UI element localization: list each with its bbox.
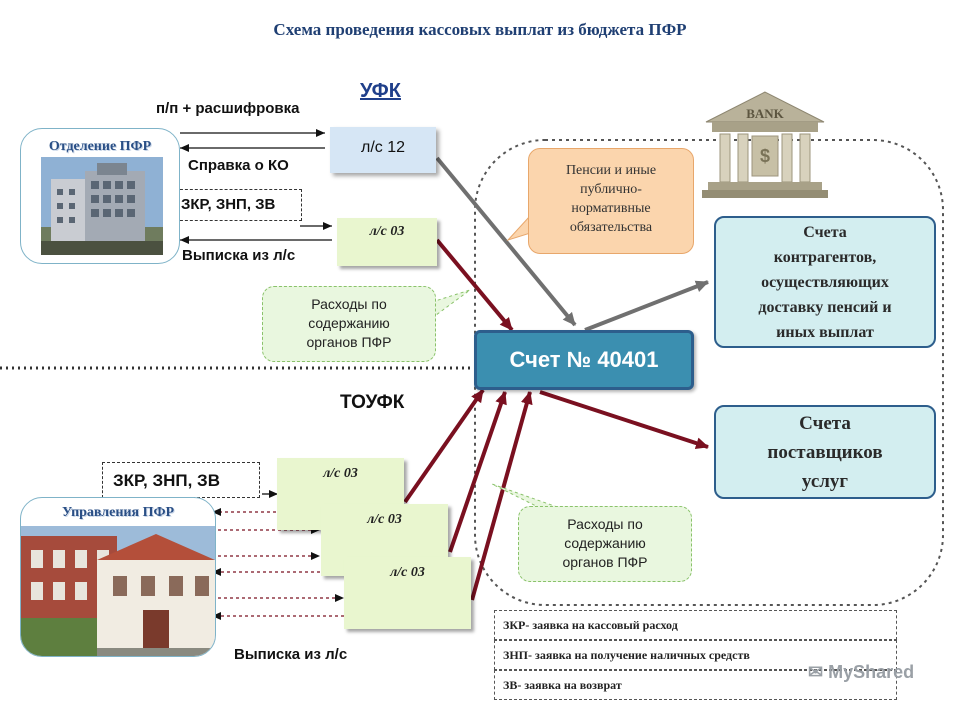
ls03-top-document: л/с 03 <box>337 218 437 266</box>
spravka-label: Справка о КО <box>188 157 289 174</box>
upravlenia-pfr-title: Управления ПФР <box>61 505 175 520</box>
toufk-label: ТОУФК <box>340 392 405 413</box>
arrow-ls03-to-account <box>435 238 514 332</box>
page-title: Схема проведения кассовых выплат из бюдж… <box>273 20 687 39</box>
svg-text:$: $ <box>760 146 770 166</box>
callout-expenses-bottom-line-1: Расходы по <box>567 516 643 532</box>
bank-icon: BANK $ <box>702 91 828 198</box>
contractors-line-1: Счета <box>803 224 847 241</box>
callout-expenses-bottom-line-2: содержанию <box>564 535 646 551</box>
arrow-account-to-suppliers <box>539 390 709 449</box>
watermark-logo: ✉ MyShared <box>808 662 914 683</box>
callout-expenses-top-pointer <box>431 289 471 319</box>
callout-pensions-line-3: нормативные <box>571 201 651 216</box>
suppliers-line-1: Счета <box>799 413 851 434</box>
ls03-bottom-label-3: л/с 03 <box>390 565 425 580</box>
upravlenia-building-photo <box>21 526 215 656</box>
otdelenie-pfr-title: Отделение ПФР <box>48 139 152 154</box>
contractors-line-4: доставку пенсий и <box>758 299 892 316</box>
contractors-line-5: иных выплат <box>776 324 874 341</box>
legend-row-znp: ЗНП- заявка на получение наличных средст… <box>494 640 897 670</box>
callout-expenses-top-line-1: Расходы по <box>311 296 387 312</box>
arrow-ls03-b3-to-account <box>470 391 533 601</box>
ls03-bottom-document-3: л/с 03 <box>344 557 471 629</box>
account-40401: Счет № 40401 <box>474 330 694 390</box>
callout-expenses-bottom: Расходы по содержанию органов ПФР <box>518 506 692 582</box>
callout-expenses-bottom-pointer <box>491 483 561 509</box>
ls12-document: л/с 12 <box>330 127 436 173</box>
ls03-top-label: л/с 03 <box>369 224 405 239</box>
contractors-line-2: контрагентов, <box>773 249 877 266</box>
ls03-bottom-label-2: л/с 03 <box>367 512 402 527</box>
callout-expenses-bottom-line-3: органов ПФР <box>562 554 648 570</box>
otdelenie-building-photo <box>41 157 163 255</box>
callout-pensions-line-2: публично- <box>580 182 642 197</box>
zkr-bottom-label: ЗКР, ЗНП, ЗВ <box>113 471 220 490</box>
watermark-icon: ✉ <box>808 662 829 682</box>
callout-expenses-top: Расходы по содержанию органов ПФР <box>262 286 436 362</box>
ufk-label: УФК <box>360 80 401 102</box>
callout-expenses-top-line-2: содержанию <box>308 315 390 331</box>
callout-pensions: Пенсии и иные публично- нормативные обяз… <box>528 148 694 254</box>
upravlenia-pfr-card: Управления ПФР <box>20 497 216 657</box>
callout-expenses-top-line-3: органов ПФР <box>306 334 392 350</box>
otdelenie-pfr-card: Отделение ПФР <box>20 128 180 264</box>
watermark-text: MyShared <box>828 662 915 682</box>
zkr-bottom-box: ЗКР, ЗНП, ЗВ <box>102 462 260 498</box>
callout-pensions-line-4: обязательства <box>569 220 653 235</box>
pp-label: п/п + расшифровка <box>156 100 300 117</box>
ls12-label: л/с 12 <box>360 139 406 156</box>
ls03-bottom-label-1: л/с 03 <box>323 466 358 481</box>
bank-sign-text: BANK <box>746 106 784 121</box>
legend-row-zkr: ЗКР- заявка на кассовый расход <box>494 610 897 640</box>
legend-row-zv: ЗВ- заявка на возврат <box>494 670 897 700</box>
suppliers-line-2: поставщиков <box>767 442 883 463</box>
suppliers-line-3: услуг <box>801 471 849 492</box>
arrow-ls03-b2-to-account <box>448 391 507 553</box>
arrow-ls12-to-account <box>435 156 577 327</box>
vypiska-top-label: Выписка из л/с <box>182 247 296 264</box>
contractors-accounts-box: Счета контрагентов, осуществляющих доста… <box>714 216 936 348</box>
zkr-top-box: ЗКР, ЗНП, ЗВ <box>170 189 302 221</box>
suppliers-accounts-box: Счета поставщиков услуг <box>714 405 936 499</box>
contractors-line-3: осуществляющих <box>761 274 889 291</box>
vypiska-bottom-label: Выписка из л/с <box>234 646 348 663</box>
zkr-top-label: ЗКР, ЗНП, ЗВ <box>181 196 276 213</box>
callout-pensions-line-1: Пенсии и иные <box>565 163 657 178</box>
arrow-account-to-contractors <box>584 280 709 332</box>
arrow-ls03-b1-to-account <box>403 388 485 504</box>
